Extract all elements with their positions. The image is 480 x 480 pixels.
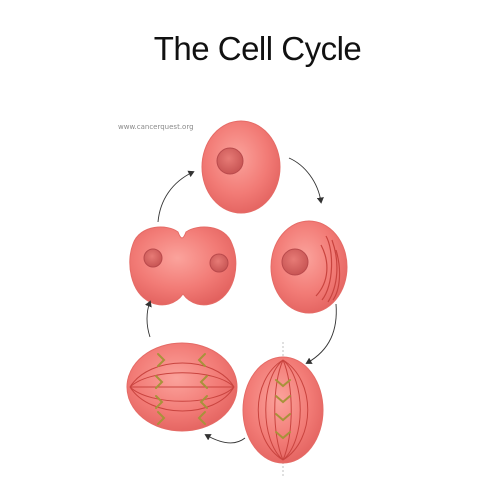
cycle-arrows <box>144 157 337 444</box>
arrow-interphase-to-prophase <box>288 157 324 204</box>
spindle-fibers <box>129 362 235 412</box>
prophase-cell <box>270 220 348 314</box>
daughter-nucleus-right <box>209 253 229 273</box>
aligned-chromosomes <box>275 379 291 440</box>
source-credit: www.cancerquest.org <box>118 123 194 131</box>
nucleus <box>281 248 309 276</box>
arrow-anaphase-to-cytokinesis <box>144 300 152 338</box>
arrow-cytokinesis-to-interphase <box>157 170 195 223</box>
spindle-fibers <box>257 359 309 461</box>
nucleus <box>216 147 244 175</box>
interphase-cell <box>201 120 281 214</box>
metaphase-cell <box>242 342 324 476</box>
arrow-prophase-to-metaphase <box>305 303 337 364</box>
arrow-metaphase-to-anaphase <box>204 434 246 444</box>
diagram-title: The Cell Cycle <box>153 30 362 67</box>
cytokinesis-cell <box>129 226 237 306</box>
separating-chromosomes <box>155 353 208 425</box>
condensing-chromosomes <box>315 235 341 303</box>
daughter-nucleus-left <box>143 248 163 268</box>
anaphase-cell <box>126 342 238 432</box>
